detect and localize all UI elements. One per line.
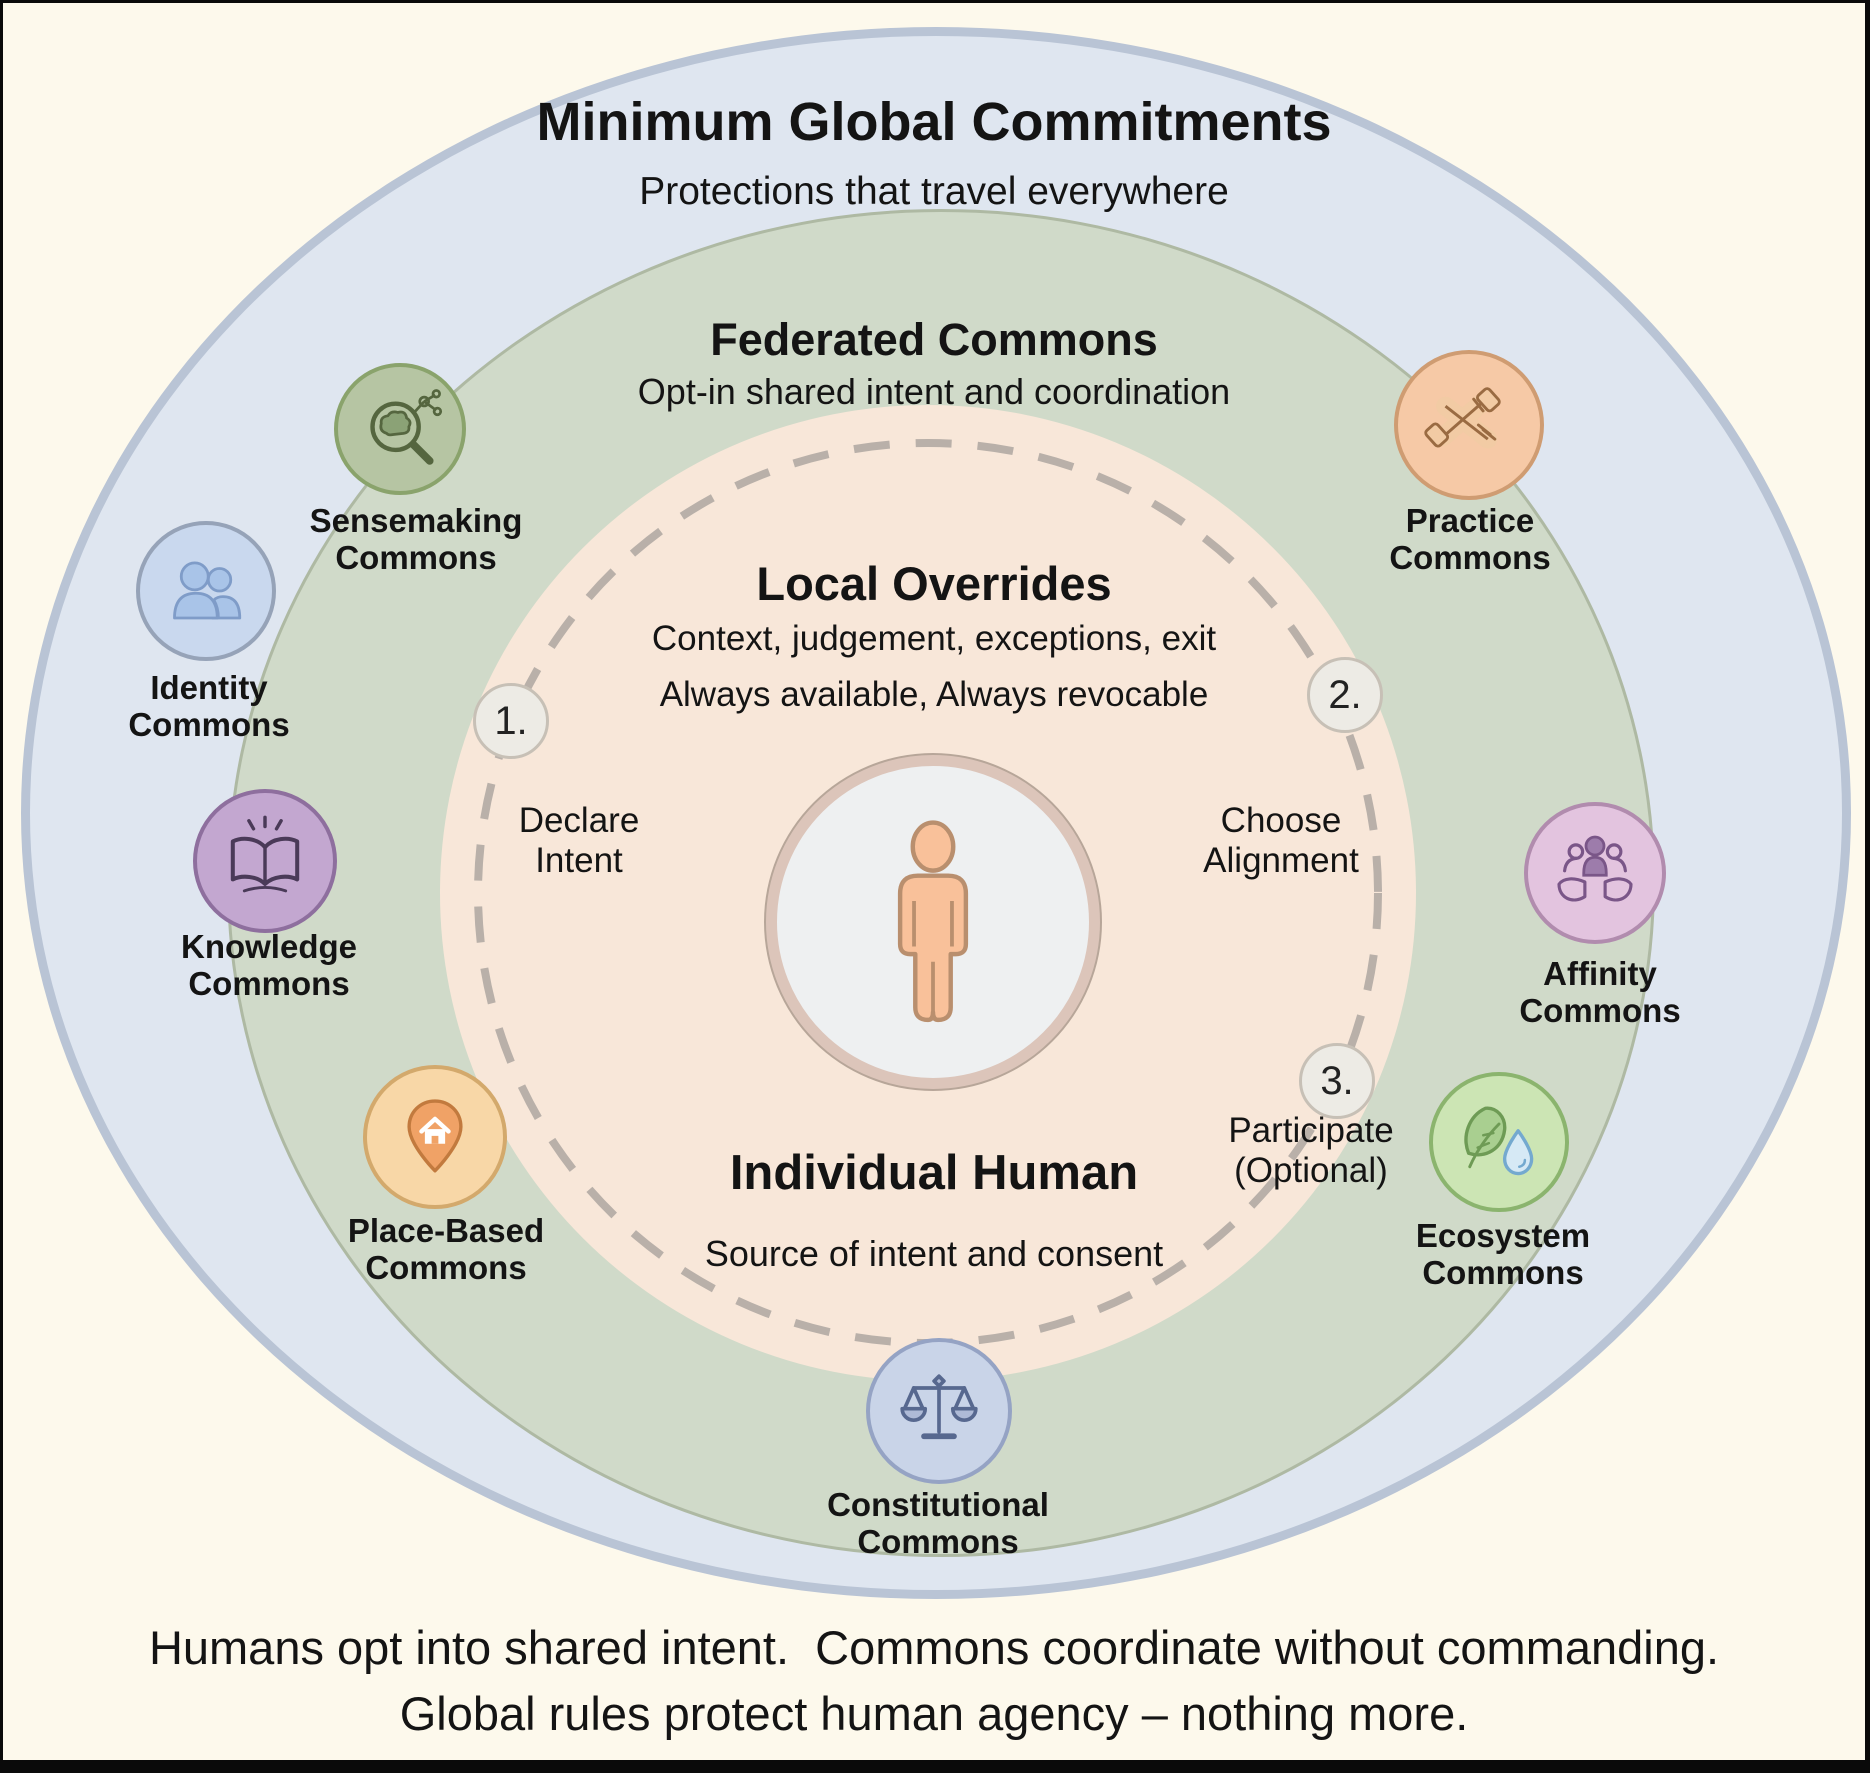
knowledge-commons-label: Knowledge Commons (180, 928, 357, 1002)
identity-commons-node (136, 521, 276, 661)
identity-commons-label: Identity Commons (128, 669, 290, 743)
place-based-commons-node (363, 1065, 507, 1209)
affinity-commons-label: Affinity Commons (1519, 955, 1681, 1029)
caption-line-2: Global rules protect human agency – noth… (399, 1687, 1469, 1740)
practice-commons-node (1394, 350, 1544, 500)
community-care-icon (1557, 835, 1633, 902)
local-overrides-subtitle-2: Always available, Always revocable (659, 675, 1209, 714)
step-badge-1: 1. (473, 683, 549, 759)
step-number-1: 1. (494, 698, 528, 743)
constitutional-commons-label: Constitutional Commons (827, 1486, 1049, 1560)
ecosystem-commons-label: Ecosystem Commons (1415, 1217, 1591, 1291)
federated-ring-title: Federated Commons (710, 314, 1158, 365)
constitutional-commons-node (866, 1338, 1012, 1484)
step-label-declare-intent: Declare Intent (518, 801, 640, 881)
person-icon (897, 819, 969, 1022)
practice-commons-label: Practice Commons (1389, 502, 1551, 576)
step-label-choose-alignment: Choose Alignment (1203, 801, 1359, 881)
affinity-commons-node (1524, 802, 1666, 944)
federated-ring-subtitle: Opt-in shared intent and coordination (637, 371, 1231, 412)
center-subtitle: Source of intent and consent (704, 1233, 1164, 1274)
step-number-2: 2. (1328, 672, 1362, 717)
global-ring-title: Minimum Global Commitments (536, 92, 1332, 152)
local-overrides-subtitle-1: Context, judgement, exceptions, exit (651, 619, 1217, 658)
sensemaking-commons-node (334, 363, 466, 495)
local-overrides-title: Local Overrides (756, 557, 1112, 610)
individual-human-circle (766, 755, 1100, 1089)
sensemaking-commons-label: Sensemaking Commons (309, 502, 523, 576)
hands-together-icon (1424, 387, 1501, 449)
step-label-participate: Participate (Optional) (1228, 1111, 1394, 1191)
step-badge-3: 3. (1299, 1043, 1375, 1119)
step-badge-2: 2. (1307, 657, 1383, 733)
leaf-droplet-icon (1464, 1106, 1534, 1176)
ecosystem-commons-node (1429, 1072, 1569, 1212)
map-pin-house-icon (407, 1099, 463, 1173)
people-pair-icon (173, 561, 242, 620)
center-title: Individual Human (729, 1146, 1139, 1200)
caption-line-1: Humans opt into shared intent. Commons c… (148, 1621, 1720, 1674)
magnifier-brain-icon (370, 389, 443, 465)
open-book-icon (230, 815, 300, 893)
knowledge-commons-node (193, 789, 337, 933)
place-based-commons-label: Place-Based Commons (347, 1212, 545, 1286)
scales-icon (900, 1374, 978, 1440)
step-number-3: 3. (1320, 1058, 1354, 1103)
global-ring-subtitle: Protections that travel everywhere (639, 170, 1229, 213)
